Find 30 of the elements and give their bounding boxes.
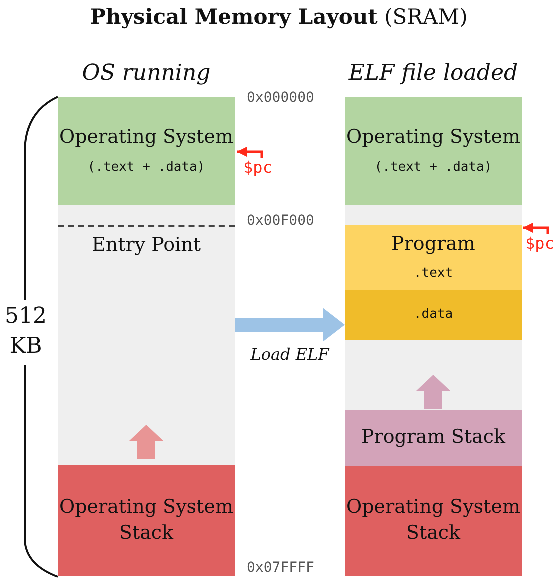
section-label: .data bbox=[414, 306, 454, 324]
section-label: (.text + .data) bbox=[88, 158, 206, 177]
pointer-label: $pc bbox=[238, 158, 278, 180]
section-label: .text bbox=[414, 265, 454, 284]
stack-region bbox=[345, 466, 522, 576]
data-region bbox=[345, 290, 522, 340]
section-label: (.text + .data) bbox=[374, 158, 492, 177]
arrow bbox=[523, 223, 550, 234]
column-heading: OS running bbox=[81, 60, 212, 88]
region-label: Operating System bbox=[346, 125, 520, 150]
address-label: 0x000000 bbox=[247, 90, 314, 106]
address-label: 0x00F000 bbox=[247, 213, 314, 229]
pointer-label: $pc bbox=[522, 234, 558, 256]
size-label: 512 KB bbox=[4, 303, 48, 361]
region-label: Program bbox=[392, 232, 476, 257]
stack-region bbox=[58, 465, 235, 576]
region-label: Operating System Stack bbox=[346, 495, 522, 546]
program-region bbox=[345, 225, 522, 290]
diagram-title: Physical Memory Layout (SRAM) bbox=[89, 4, 469, 29]
arrow bbox=[237, 147, 264, 158]
region-label: Program Stack bbox=[361, 425, 506, 450]
os-region bbox=[58, 97, 235, 205]
os-region bbox=[345, 97, 522, 205]
arrow bbox=[235, 308, 345, 342]
region-label: Operating System bbox=[60, 125, 234, 150]
address-label: 0x07FFFF bbox=[247, 560, 314, 576]
stack-region bbox=[345, 410, 522, 466]
column-heading: ELF file loaded bbox=[348, 60, 520, 88]
region-label: Operating System Stack bbox=[58, 494, 234, 546]
region-label: Entry Point bbox=[92, 233, 201, 258]
